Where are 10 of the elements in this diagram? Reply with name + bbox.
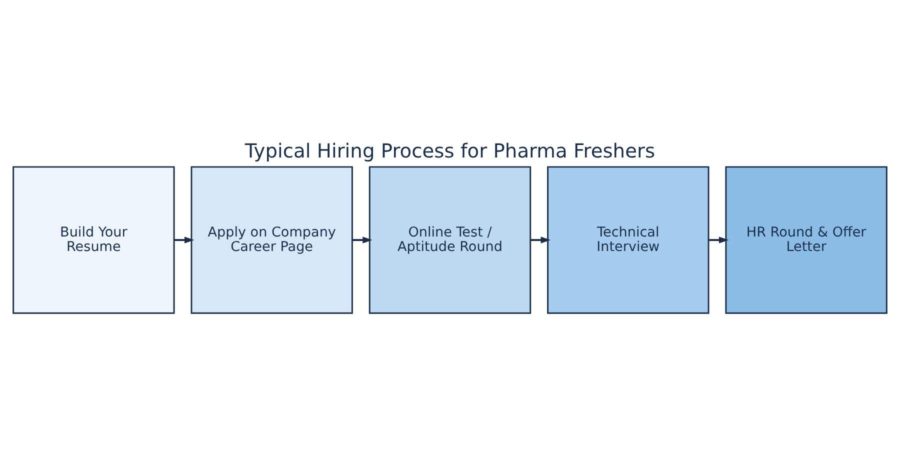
diagram-title: Typical Hiring Process for Pharma Freshers	[244, 138, 656, 162]
node-box: Technical Interview	[547, 166, 710, 314]
arrow	[530, 236, 550, 243]
node-box: Apply on Company Career Page	[190, 166, 353, 314]
node-box: Online Test / Aptitude Round	[368, 166, 532, 314]
node-box: Build Your Resume	[12, 166, 175, 314]
arrow	[174, 236, 194, 243]
node-box: HR Round & Offer Letter	[725, 166, 888, 314]
arrow	[708, 236, 729, 243]
arrow	[352, 236, 372, 243]
